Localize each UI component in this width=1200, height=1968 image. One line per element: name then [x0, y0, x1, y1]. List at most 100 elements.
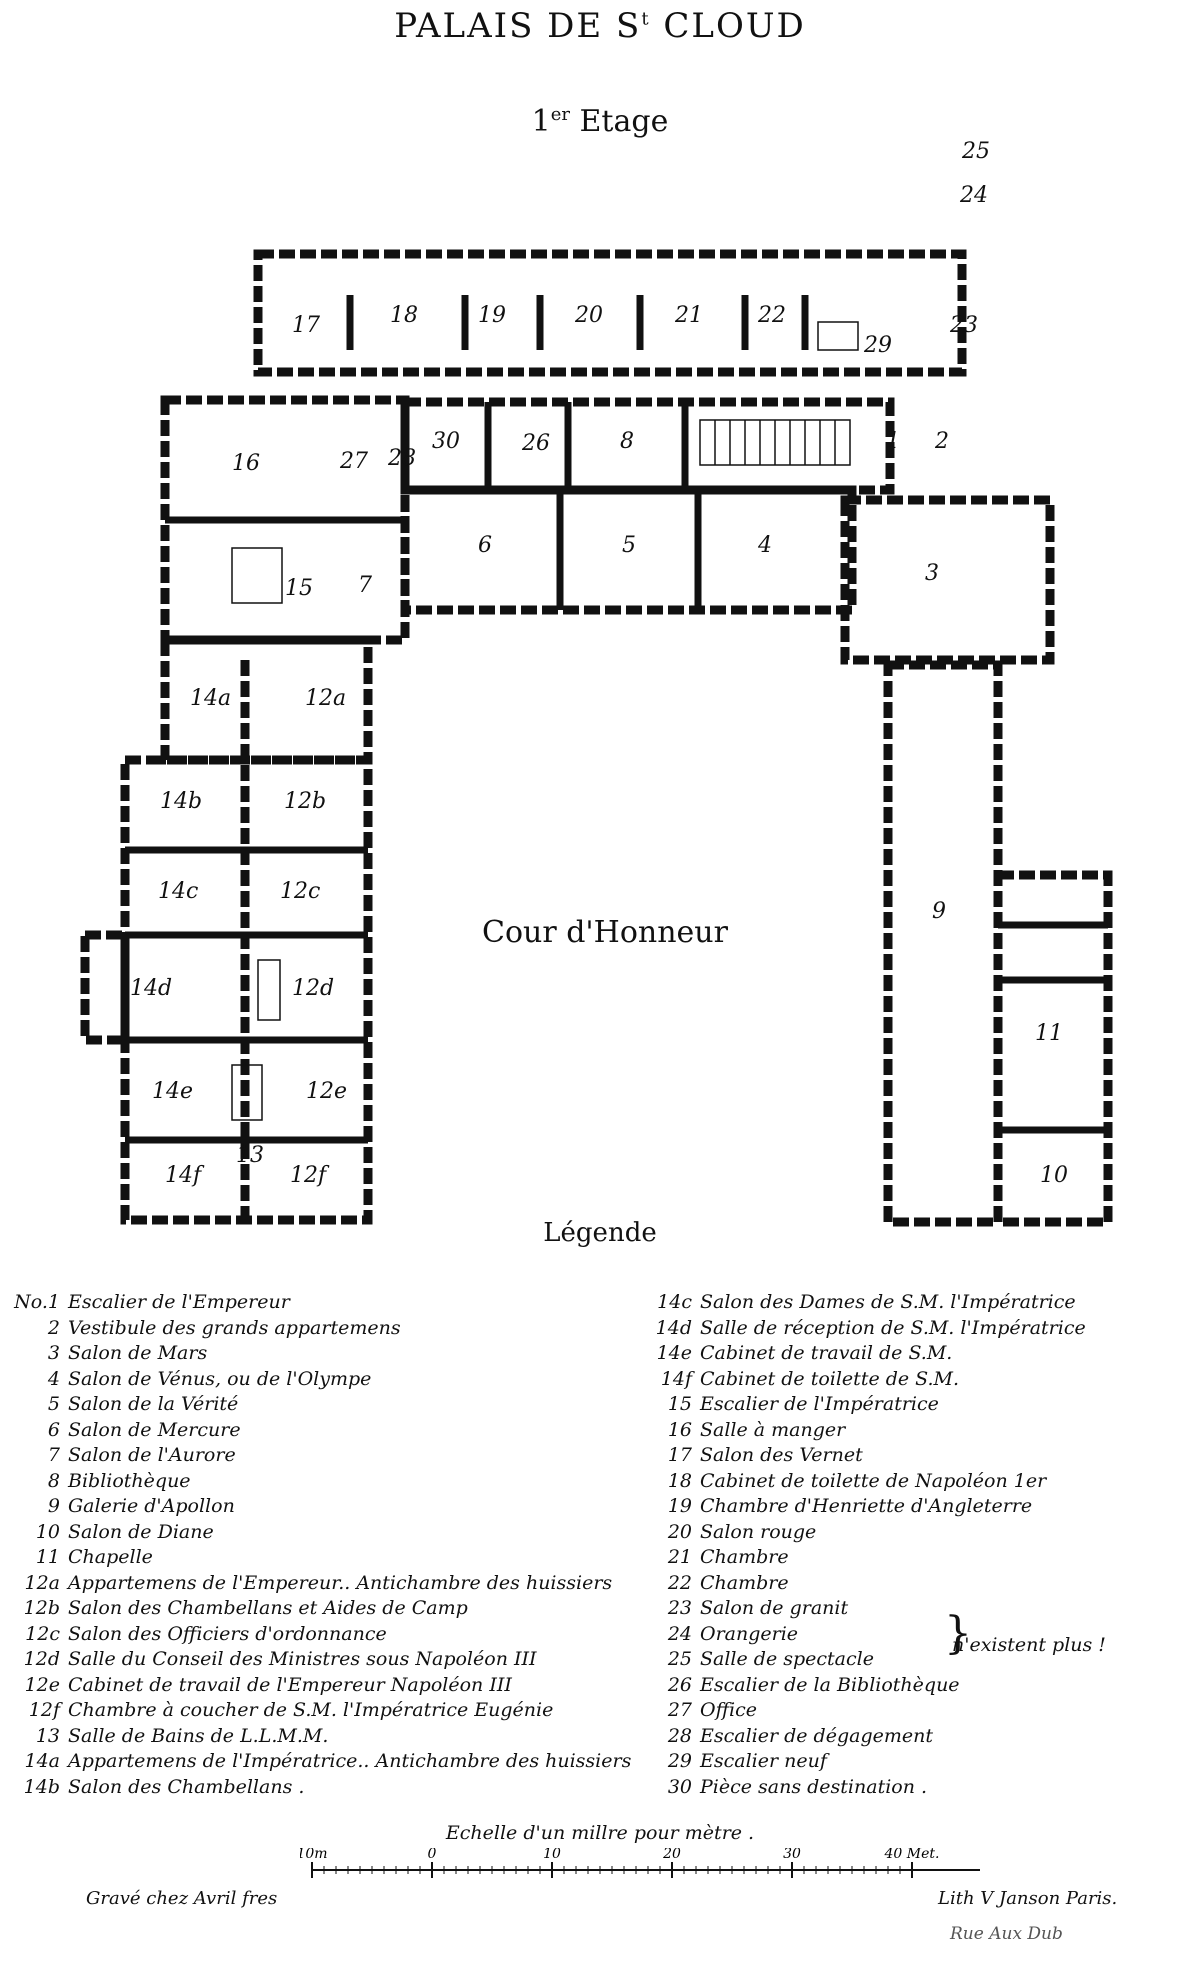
plan-partitions: [125, 295, 1108, 1144]
legend-item: 22 Chambre: [640, 1571, 1086, 1597]
legend-item-label: Chapelle: [68, 1546, 153, 1568]
scale-tick-label: 10: [543, 1848, 561, 1862]
legend-item-number: No.1: [14, 1291, 60, 1313]
legend-item-number: 11: [35, 1546, 60, 1568]
legend-item-number: 20: [667, 1520, 692, 1543]
room-labels: 1 2 3 4 5 6 7 8 9 10 11 12a 12b 12c 12d …: [130, 139, 1068, 1188]
legend-item-number: 7: [47, 1444, 60, 1466]
legend-item: 14b Salon des Chambellans .: [8, 1775, 631, 1801]
legend-item-number: 21: [667, 1546, 692, 1568]
legend-item-number: 29: [667, 1750, 692, 1772]
legend-item-number: 10: [35, 1520, 60, 1543]
legend-item-label: Cabinet de toilette de S.M.: [700, 1367, 960, 1390]
title-end: CLOUD: [650, 6, 806, 46]
credit-left: Gravé chez Avril fres: [86, 1888, 278, 1909]
room-12a-label: 12a: [305, 686, 346, 711]
scale-ticks: 10m010203040 Met.: [300, 1848, 939, 1878]
legend-item-label: Salle de Bains de L.L.M.M.: [68, 1724, 329, 1747]
room-25-label: 25: [961, 139, 990, 164]
legend-item: 12f Chambre à coucher de S.M. l'Impératri…: [8, 1698, 631, 1724]
legend-item-number: 25: [667, 1648, 692, 1670]
legend-item-label: Salle de spectacle: [700, 1648, 874, 1670]
court-label: Cour d'Honneur: [482, 915, 729, 950]
partition-west-rows: [125, 516, 405, 1144]
legend-item-number: 8: [47, 1469, 60, 1492]
stair-west: [257, 959, 281, 1021]
legend-item-number: 12a: [24, 1571, 60, 1594]
room-12b-label: 12b: [284, 789, 326, 814]
legend-item-label: Chambre: [700, 1571, 789, 1594]
title-main: PALAIS DE S: [394, 6, 642, 46]
legend-item-number: 18: [667, 1469, 692, 1492]
room-4-label: 4: [757, 533, 772, 558]
legend-item-label: Chambre: [700, 1546, 789, 1568]
room-17-label: 17: [292, 313, 320, 338]
legend-item-number: 12b: [23, 1597, 60, 1619]
scale-tick-label: 40 Met.: [884, 1848, 940, 1862]
room-11-label: 11: [1035, 1021, 1063, 1046]
legend-title: Légende: [543, 1218, 657, 1248]
room-7-label: 7: [358, 573, 372, 598]
stair-empress: [231, 547, 283, 604]
legend-item: 10 Salon de Diane: [8, 1520, 631, 1546]
legend-item-number: 14e: [656, 1342, 692, 1364]
legend-item-number: 6: [47, 1418, 60, 1441]
legend-item-label: Salon de granit: [700, 1597, 849, 1619]
legend-item: 25 Salle de spectacle: [640, 1647, 1086, 1673]
stair-west-2: [231, 1064, 263, 1121]
legend-item-label: Chambre à coucher de S.M. l'Impératrice …: [68, 1699, 554, 1721]
room-19-label: 19: [478, 303, 506, 328]
scale-tick-label: 0: [428, 1848, 437, 1862]
legend-item-number: 15: [667, 1393, 692, 1415]
room-12d-label: 12d: [292, 976, 334, 1001]
legend-item: 21 Chambre: [640, 1545, 1086, 1571]
partition-central-1: [484, 402, 689, 490]
plan-walls: [80, 249, 1113, 1227]
stair-north: [817, 321, 859, 351]
room-12e-label: 12e: [306, 1079, 347, 1104]
legend-item-label: Salon rouge: [700, 1520, 817, 1543]
legend-item-number: 3: [47, 1342, 60, 1364]
legend-item-number: 12f: [28, 1699, 60, 1721]
legend-item-label: Salon des Chambellans .: [68, 1775, 305, 1798]
room-16-label: 16: [232, 451, 260, 476]
legend-item-number: 14c: [657, 1291, 692, 1313]
legend-item-number: 12c: [25, 1622, 60, 1645]
legend-item-label: Salon de Diane: [68, 1520, 214, 1543]
legend-item-label: Salle à manger: [700, 1418, 846, 1441]
legend-item-number: 14b: [23, 1775, 60, 1798]
room-21-label: 21: [674, 303, 703, 328]
room-5-label: 5: [622, 533, 636, 558]
legend-item-label: Salle du Conseil des Ministres sous Napo…: [68, 1648, 537, 1670]
legend-item-number: 9: [47, 1495, 60, 1517]
legend-item-number: 22: [667, 1571, 692, 1594]
floor-subtitle: 1er Etage: [0, 104, 1200, 139]
legend-item-number: 26: [667, 1673, 692, 1696]
room-20-label: 20: [574, 303, 603, 328]
scale-label: Echelle d'un millre pour mètre .: [445, 1822, 755, 1844]
legend-item-label: Salon des Officiers d'ordonnance: [68, 1622, 387, 1645]
legend-item-number: 12d: [23, 1648, 60, 1670]
legend-item-label: Cabinet de travail de l'Empereur Napoléo…: [68, 1673, 512, 1696]
room-2-label: 2: [934, 429, 949, 454]
legend-item-number: 30: [667, 1775, 692, 1798]
room-28-label: 28: [387, 446, 416, 471]
